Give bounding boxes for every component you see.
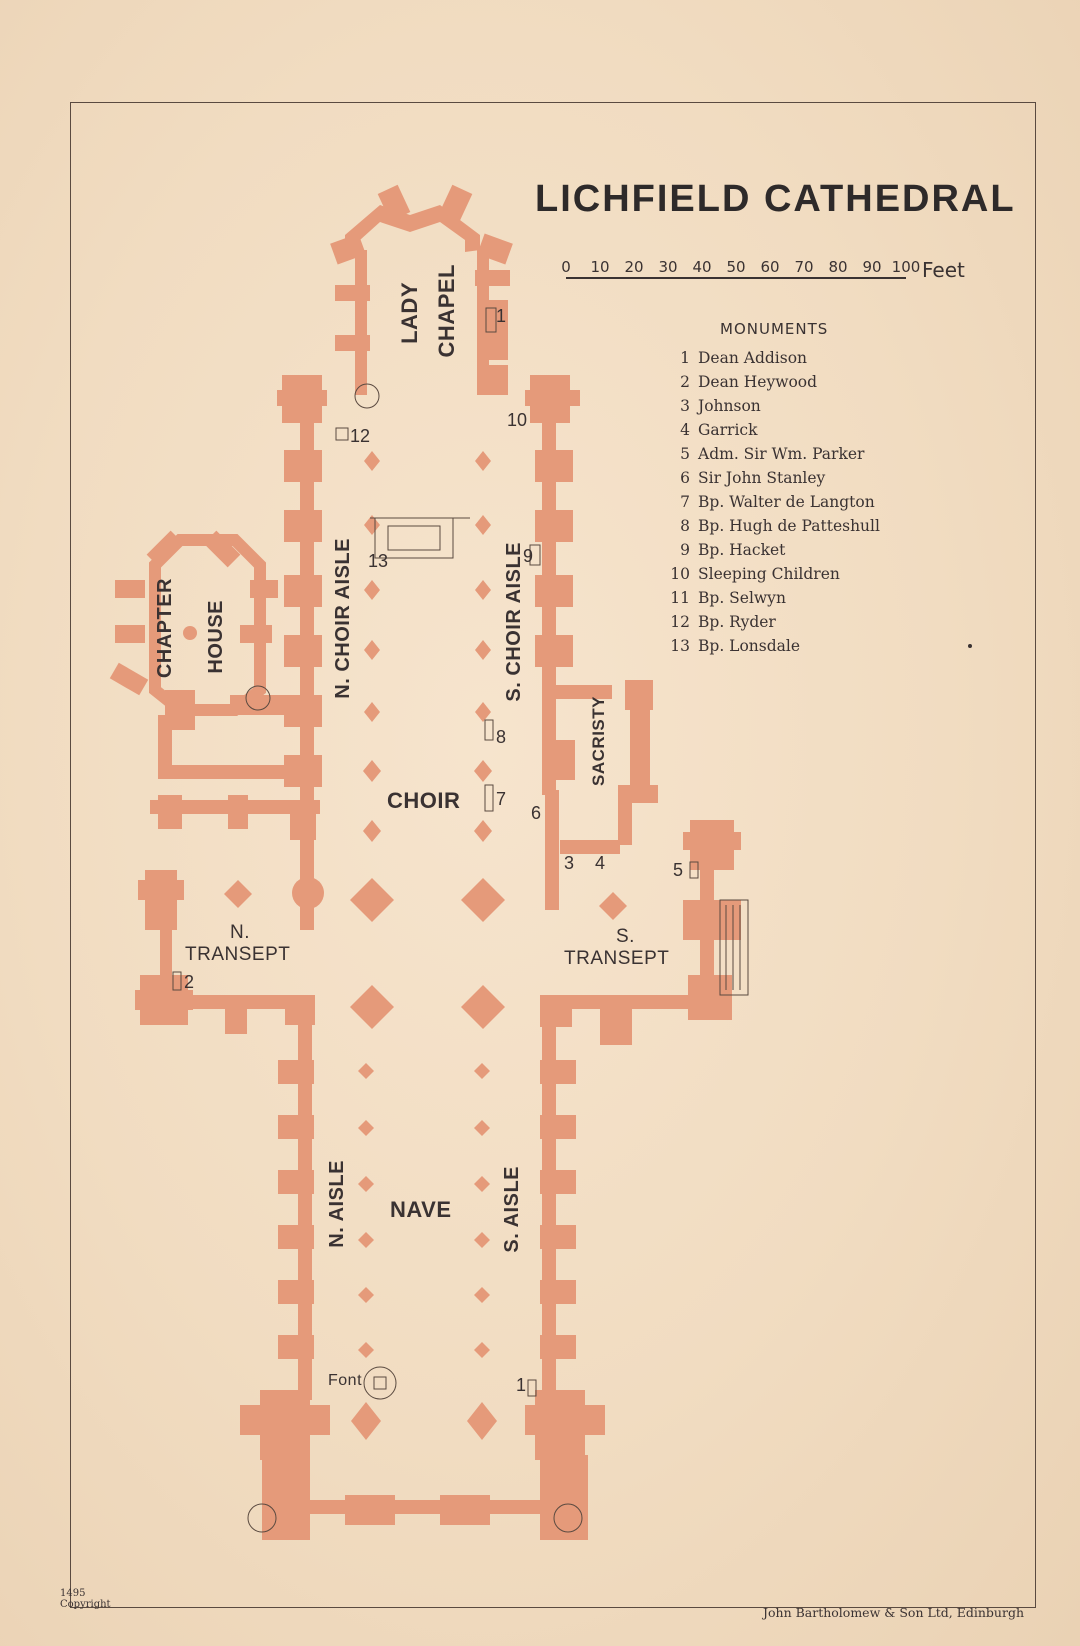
scale-tick: 40 bbox=[692, 258, 712, 276]
scale-tick: 80 bbox=[828, 258, 848, 276]
marker-1-nave: 1 bbox=[516, 1375, 527, 1395]
label-sacristy: SACRISTY bbox=[589, 696, 608, 786]
label-n-transept: TRANSEPT bbox=[185, 944, 291, 965]
label-choir: CHOIR bbox=[387, 788, 461, 813]
scale-tick: 20 bbox=[624, 258, 644, 276]
marker-1-lady-chapel: 1 bbox=[496, 306, 507, 326]
scale-tick: 60 bbox=[760, 258, 780, 276]
chapter-house-pillar bbox=[183, 626, 197, 640]
label-lady: LADY bbox=[397, 282, 422, 344]
marker-12: 12 bbox=[350, 426, 371, 446]
label-s-transept: TRANSEPT bbox=[564, 948, 670, 969]
scale-tick: 30 bbox=[658, 258, 678, 276]
monument-8-marker bbox=[484, 719, 494, 741]
monument-5-marker bbox=[689, 861, 699, 879]
marker-2: 2 bbox=[184, 972, 195, 992]
scale-tick: 100 bbox=[891, 258, 921, 276]
label-n-aisle: N. AISLE bbox=[326, 1160, 348, 1248]
marker-6: 6 bbox=[531, 803, 542, 823]
label-s-aisle: S. AISLE bbox=[501, 1166, 523, 1253]
scale-bar: 0 10 20 30 40 50 60 70 80 90 100 Feet bbox=[560, 258, 980, 288]
marker-4: 4 bbox=[595, 853, 606, 873]
monument-1-nave-marker bbox=[527, 1379, 537, 1397]
marker-3: 3 bbox=[564, 853, 575, 873]
marker-8: 8 bbox=[496, 727, 507, 747]
lady-chapel-apse bbox=[345, 205, 480, 252]
scale-tick: 0 bbox=[561, 258, 571, 276]
map-border bbox=[70, 102, 1036, 1608]
marker-7: 7 bbox=[496, 789, 507, 809]
scale-tick: 90 bbox=[862, 258, 882, 276]
label-chapel: CHAPEL bbox=[434, 264, 459, 358]
publisher: John Bartholomew & Son Ltd, Edinburgh bbox=[762, 1605, 1024, 1620]
monuments-heading: MONUMENTS bbox=[720, 320, 829, 338]
scale-unit: Feet bbox=[922, 258, 965, 282]
label-house: HOUSE bbox=[205, 600, 227, 674]
label-chapter: CHAPTER bbox=[154, 578, 176, 679]
marker-13: 13 bbox=[368, 551, 389, 571]
scale-tick: 70 bbox=[794, 258, 814, 276]
marker-9: 9 bbox=[523, 546, 534, 566]
scale-line bbox=[566, 277, 906, 279]
font-basin bbox=[363, 1366, 397, 1400]
plate-number: 1495 bbox=[60, 1588, 86, 1599]
copyright: Copyright bbox=[60, 1599, 111, 1610]
label-n-choir-aisle: N. CHOIR AISLE bbox=[332, 538, 354, 699]
marker-10: 10 bbox=[507, 410, 528, 430]
monument-2-marker bbox=[172, 971, 182, 991]
label-nave: NAVE bbox=[390, 1197, 452, 1222]
map-title: LICHFIELD CATHEDRAL bbox=[535, 178, 1016, 220]
scale-tick: 10 bbox=[590, 258, 610, 276]
label-font: Font bbox=[328, 1372, 363, 1389]
chapter-house-walls bbox=[149, 534, 266, 716]
label-s-transept-s: S. bbox=[616, 926, 635, 947]
monument-12-marker bbox=[335, 427, 349, 441]
monument-7-marker bbox=[484, 784, 494, 812]
label-n-transept-n: N. bbox=[230, 922, 250, 943]
footer-left: 1495 Copyright bbox=[60, 1588, 111, 1610]
marker-5: 5 bbox=[673, 860, 684, 880]
monument-9-marker bbox=[529, 544, 541, 566]
scale-tick: 50 bbox=[726, 258, 746, 276]
monument-11-marker bbox=[485, 307, 497, 333]
